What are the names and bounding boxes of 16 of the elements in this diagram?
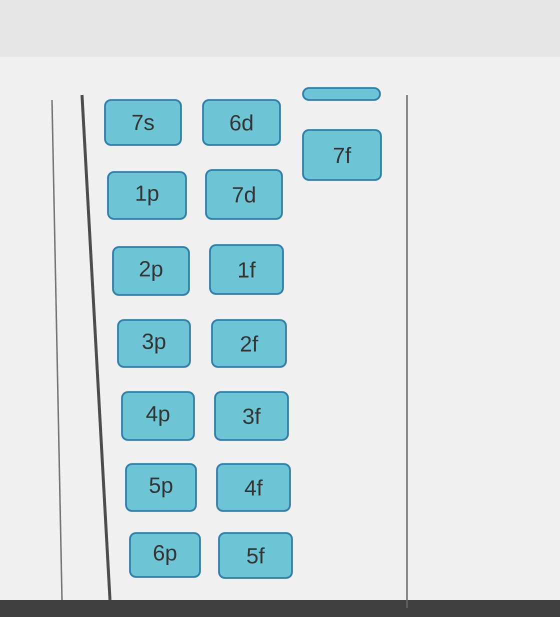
tile: 3p — [117, 319, 191, 368]
tile: 2f — [211, 319, 287, 368]
tile: 1p — [107, 171, 187, 220]
tile: 4p — [121, 391, 195, 441]
tile: 7s — [104, 99, 182, 146]
tile: 6d — [202, 99, 281, 146]
tile: 5p — [125, 463, 197, 512]
tile: 7d — [205, 169, 283, 220]
tile: 2p — [112, 246, 190, 296]
tile: 1f — [209, 244, 284, 295]
tile — [302, 87, 381, 101]
tile: 4f — [216, 463, 291, 512]
tile: 7f — [302, 129, 382, 181]
tile: 5f — [218, 532, 293, 579]
tile: 3f — [214, 391, 289, 441]
tile: 6p — [129, 532, 201, 578]
